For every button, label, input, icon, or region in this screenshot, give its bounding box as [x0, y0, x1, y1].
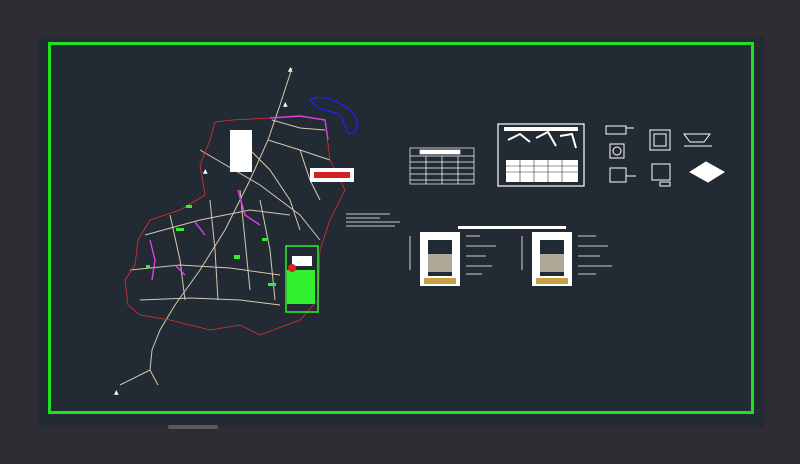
- cross-section-right: [521, 232, 612, 286]
- north-marker: ▲: [203, 168, 208, 175]
- drawing-border-frame: [48, 42, 754, 414]
- data-table-1: [409, 147, 475, 185]
- north-marker: ▲: [114, 389, 119, 396]
- map-title-block: [230, 130, 252, 172]
- highlighted-streets: [149, 115, 329, 281]
- map-label-bar: [314, 172, 350, 178]
- green-areas: [146, 205, 276, 286]
- water-body-outline: [309, 97, 358, 135]
- cross-section-left: [409, 232, 496, 286]
- construction-details: [605, 125, 725, 187]
- north-marker: ▲: [283, 101, 288, 108]
- horizontal-scrollbar[interactable]: [168, 425, 218, 429]
- map-annotations: [346, 213, 400, 227]
- cad-model-space[interactable]: [38, 37, 764, 427]
- north-marker: ▲: [288, 66, 293, 73]
- detail-sheet: [497, 123, 585, 187]
- project-zone: [285, 245, 319, 313]
- cross-section-title: [458, 226, 566, 229]
